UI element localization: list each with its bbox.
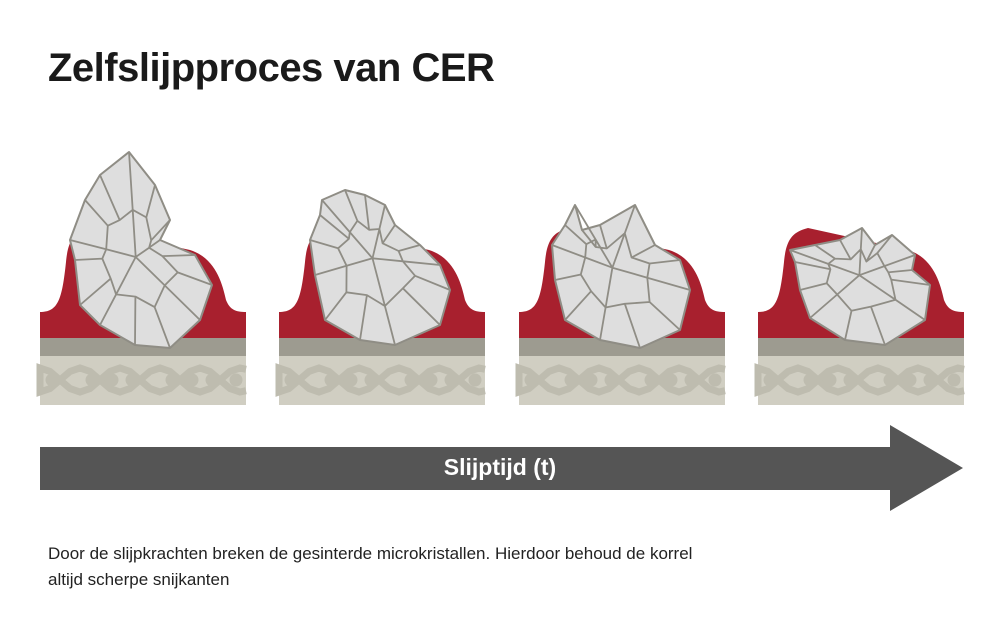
base-band: [40, 338, 246, 356]
abrasive-grain: [309, 189, 451, 346]
grinding-stage-2: [275, 189, 486, 405]
backing-pattern: [754, 363, 965, 397]
backing-pattern: [515, 363, 726, 397]
caption-line-2: altijd scherpe snijkanten: [48, 570, 230, 589]
caption: Door de slijpkrachten breken de gesinter…: [48, 541, 868, 593]
base-band: [279, 338, 485, 356]
grinding-stage-4: [754, 227, 965, 405]
backing-pattern: [275, 363, 486, 397]
caption-line-1: Door de slijpkrachten breken de gesinter…: [48, 544, 693, 563]
page-title: Zelfslijpproces van CER: [48, 46, 495, 90]
grinding-stage-3: [515, 204, 726, 405]
base-band: [758, 338, 964, 356]
base-band: [519, 338, 725, 356]
time-arrow: [40, 425, 963, 511]
abrasive-grain: [789, 227, 931, 346]
grinding-stage-1: [36, 151, 247, 405]
backing-pattern: [36, 363, 247, 397]
arrow-label: Slijptijd (t): [443, 454, 557, 480]
abrasive-grain: [551, 204, 691, 349]
abrasive-grain: [69, 151, 213, 349]
